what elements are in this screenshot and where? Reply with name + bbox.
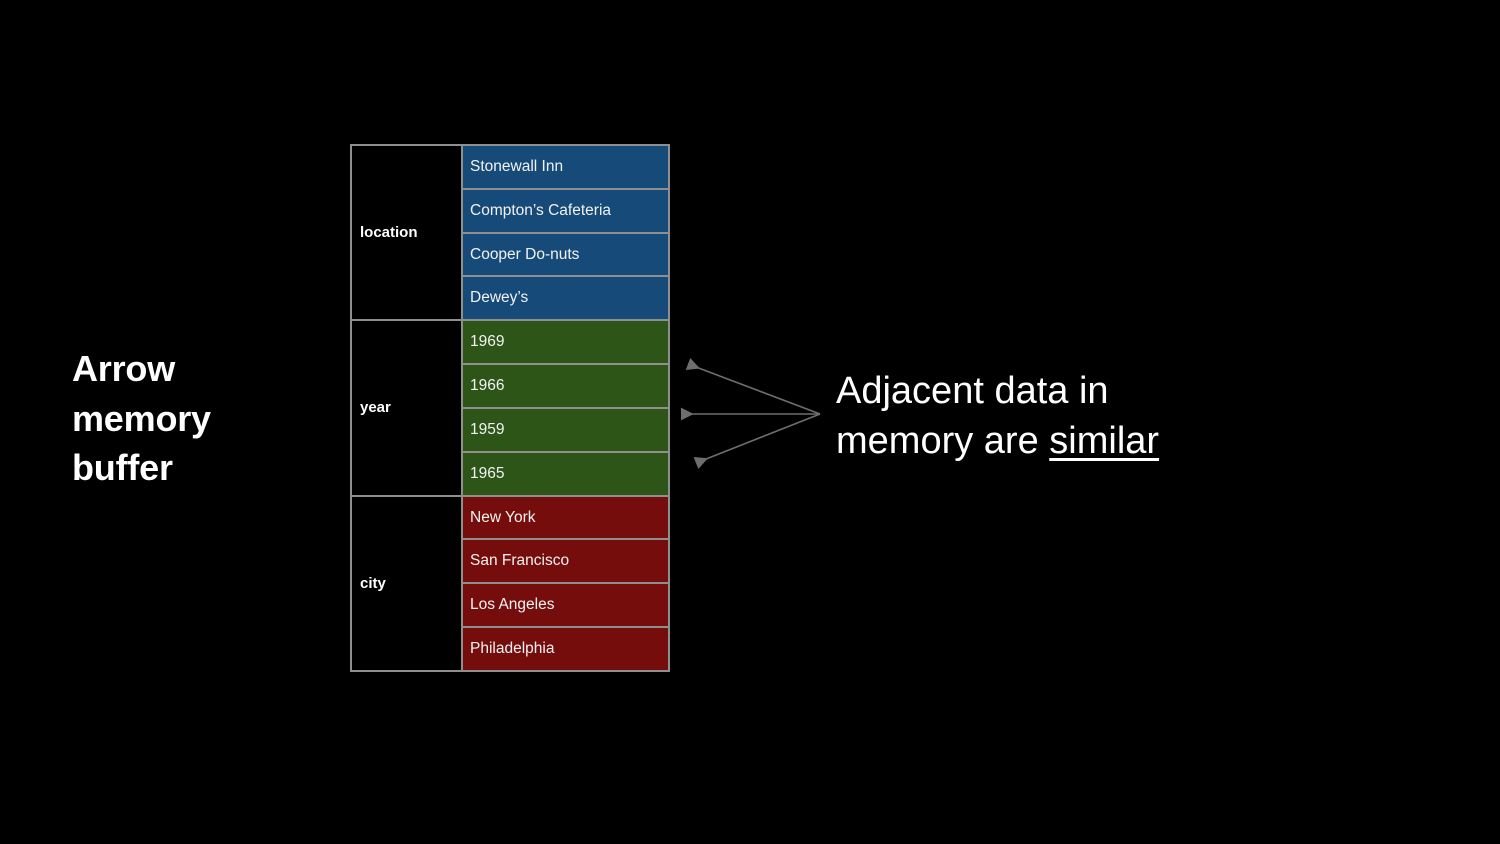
buffer-cell: 1959 [463,408,668,453]
buffer-cell: 1969 [463,321,668,366]
buffer-cell: Philadelphia [463,628,668,670]
buffer-cell: Stonewall Inn [463,146,668,190]
buffer-section-year: year 1969 1966 1959 1965 [352,321,668,497]
annotation-text: Adjacent data in memory are similar [836,366,1256,466]
buffer-cell: New York [463,496,668,541]
arrow-memory-buffer-table: location Stonewall Inn Compton’s Cafeter… [350,144,670,672]
annotation-emphasis: similar [1049,420,1160,463]
buffer-cell: Cooper Do-nuts [463,233,668,278]
converging-arrows-group [681,358,821,469]
section-label-year: year [352,321,463,495]
section-cells-year: 1969 1966 1959 1965 [463,321,668,495]
arrow-upper [685,358,821,415]
section-label-city: city [352,496,463,670]
buffer-section-city: city New York San Francisco Los Angeles … [352,496,668,670]
buffer-cell: 1966 [463,365,668,409]
annotation-line-2-prefix: memory are [836,420,1050,463]
page-title: Arrow memory buffer [72,348,211,489]
buffer-cell: San Francisco [463,540,668,585]
annotation-line-1: Adjacent data in [836,370,1109,412]
buffer-section-location: location Stonewall Inn Compton’s Cafeter… [352,146,668,322]
buffer-cell: Dewey’s [463,277,668,320]
section-label-location: location [352,146,463,320]
section-cells-location: Stonewall Inn Compton’s Cafeteria Cooper… [463,146,668,320]
buffer-cell: 1965 [463,452,668,495]
buffer-cell: Compton’s Cafeteria [463,189,668,234]
buffer-cell: Los Angeles [463,584,668,629]
section-cells-city: New York San Francisco Los Angeles Phila… [463,496,668,670]
arrow-lower [693,413,821,469]
